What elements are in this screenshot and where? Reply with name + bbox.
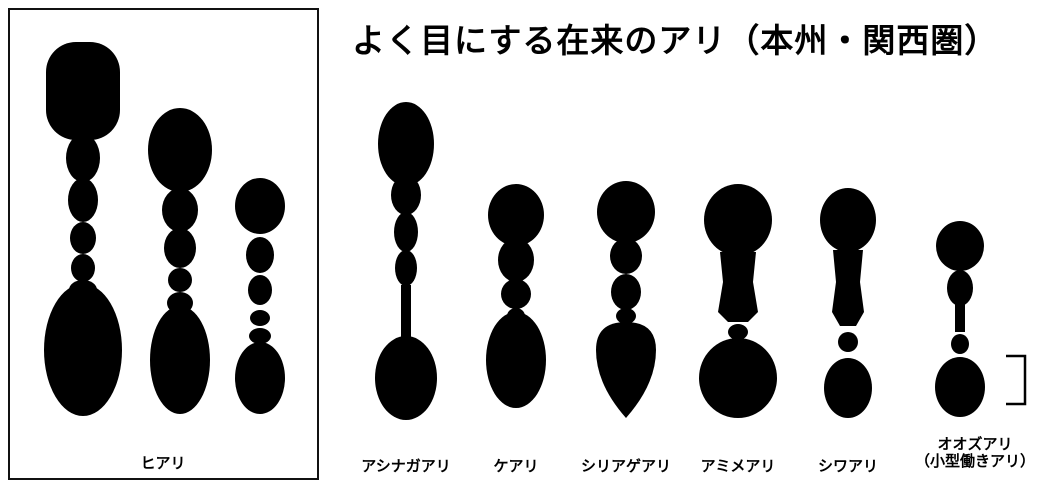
fire-ant-medium-silhouette [148,108,212,414]
shiwa-ant-silhouette [820,188,876,418]
oozu-ant-label: オオズアリ （小型働きアリ） [908,436,1042,470]
ke-ant-label: ケアリ [493,457,539,475]
ashinaga-ant-label: アシナガアリ [361,457,451,475]
scale-bracket [1006,354,1027,406]
fire-ant-small-silhouette [235,178,285,414]
shiriage-ant-label: シリアゲアリ [580,457,671,475]
oozu-ant-silhouette [935,221,985,417]
fire-ant-frame [8,8,319,480]
fire-ant-label: ヒアリ [140,454,186,472]
ashinaga-ant-silhouette [375,102,437,420]
oozu-ant-label-line1: オオズアリ [937,435,1013,453]
diagram-title: よく目にする在来のアリ（本州・関西圏） [352,21,999,60]
amime-ant-silhouette [699,184,777,418]
fire-ant-large-silhouette [44,42,122,416]
shiwa-ant-label: シワアリ [817,457,878,475]
ke-ant-silhouette [486,184,546,408]
shiriage-ant-silhouette [596,181,656,418]
oozu-ant-label-line2: （小型働きアリ） [914,452,1035,470]
amime-ant-label: アミメアリ [700,457,776,475]
